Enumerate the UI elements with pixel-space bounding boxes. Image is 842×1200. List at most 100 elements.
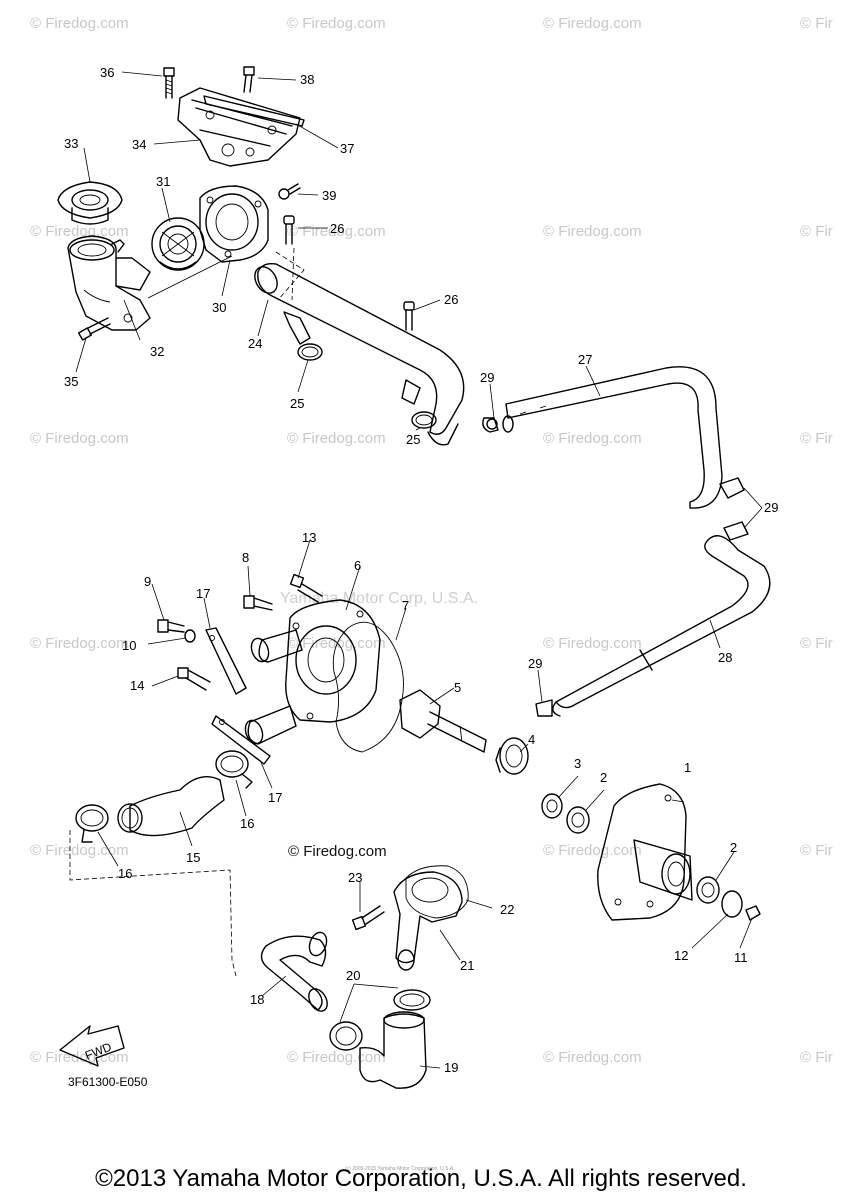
hose-19 [359, 1011, 427, 1089]
diagram-code: 3F61300-E050 [68, 1075, 148, 1089]
watermark: © Firedog.com [543, 223, 642, 240]
callout-11: 11 [734, 950, 748, 965]
thermostat-assembly [57, 66, 305, 341]
callout-13: 13 [302, 530, 316, 545]
seal-3 [541, 793, 563, 819]
callout-32: 32 [150, 344, 164, 359]
watermark: © Firedog.com [30, 223, 129, 240]
coolant-pipes [254, 247, 771, 717]
callout-29: 29 [480, 370, 494, 385]
callout-35: 35 [64, 374, 78, 389]
gasket-7 [332, 621, 404, 753]
callout-12: 12 [674, 948, 688, 963]
watermarks: © Firedog.com © Firedog.com © Firedog.co… [30, 15, 833, 1066]
hose-28 [552, 535, 771, 717]
washer-10 [184, 629, 196, 643]
thermostat-cover-30 [199, 185, 269, 263]
callout-16: 16 [118, 866, 132, 881]
filler-neck-32 [67, 235, 151, 331]
watermark: © Firedog.com [30, 15, 129, 32]
clamp-16-lower [75, 804, 109, 843]
callout-29: 29 [764, 500, 778, 515]
callout-14: 14 [130, 678, 144, 693]
callouts: 36 38 33 34 37 31 39 26 26 30 24 32 27 2… [64, 65, 778, 1075]
callout-25: 25 [406, 432, 420, 447]
bolt-36 [163, 67, 175, 99]
watermark: © Firedog.com [543, 15, 642, 32]
watermark: © Firedog.com [287, 15, 386, 32]
watermark: © Firedog.com [287, 1049, 386, 1066]
o-ring-12 [721, 890, 743, 918]
bearing-2-outer [696, 876, 720, 904]
callout-28: 28 [718, 650, 732, 665]
callout-2: 2 [600, 770, 607, 785]
lower-pipes [260, 865, 469, 1089]
callout-27: 27 [578, 352, 592, 367]
o-ring-25-lower [411, 411, 437, 429]
impeller-shaft-5 [399, 689, 487, 753]
bolt-8 [243, 595, 273, 611]
clamp-29-a [482, 417, 499, 433]
bolt-38 [243, 66, 255, 93]
cap-33 [57, 181, 123, 225]
water-pump-assembly [157, 573, 761, 921]
o-ring-25-upper [297, 343, 323, 361]
callout-8: 8 [242, 550, 249, 565]
bolt-9 [157, 619, 185, 633]
outlet-21 [393, 871, 463, 971]
watermark: © Firedog.com [543, 635, 642, 652]
bolt-26-upper [283, 215, 295, 245]
callout-23: 23 [348, 870, 362, 885]
clamp-29-b [719, 477, 749, 541]
watermark: © Fir [800, 223, 833, 240]
watermark: © Firedog.com [287, 430, 386, 447]
tiny-credit: (c) 2009-2015 Yamaha Motor Corporation, … [345, 1166, 455, 1172]
thermostat-31 [151, 217, 205, 271]
callout-21: 21 [460, 958, 474, 973]
bolt-35 [77, 317, 111, 341]
watermark: © Fir [800, 15, 833, 32]
bolt-23 [351, 905, 385, 931]
callout-5: 5 [454, 680, 461, 695]
seal-4 [495, 737, 529, 775]
bearing-2-inner [566, 806, 590, 834]
callout-1: 1 [684, 760, 691, 775]
watermark: © Firedog.com [30, 430, 129, 447]
callout-29: 29 [528, 656, 542, 671]
callout-19: 19 [444, 1060, 458, 1075]
callout-18: 18 [250, 992, 264, 1007]
watermark: © Fir [800, 1049, 833, 1066]
callout-24: 24 [248, 336, 262, 351]
copyright-footer: ©2013 Yamaha Motor Corporation, U.S.A. A… [95, 1165, 747, 1192]
watermark: © Firedog.com [543, 430, 642, 447]
watermark: © Fir [800, 842, 833, 859]
watermark: © Fir [800, 430, 833, 447]
faint-credit: Yamaha Motor Corp, U.S.A. [280, 590, 478, 607]
callout-22: 22 [500, 902, 514, 917]
callout-26: 26 [330, 221, 344, 236]
watermark: © Firedog.com [30, 635, 129, 652]
clamps-20 [329, 989, 431, 1051]
center-credit: © Firedog.com [288, 843, 387, 860]
callout-38: 38 [300, 72, 314, 87]
callout-2: 2 [730, 840, 737, 855]
callout-3: 3 [574, 756, 581, 771]
watermark: © Firedog.com [287, 223, 386, 240]
watermark: © Fir [800, 635, 833, 652]
hose-15 [117, 776, 225, 837]
screw-39 [278, 183, 301, 200]
hose-27 [502, 366, 723, 509]
callout-36: 36 [100, 65, 114, 80]
callout-26: 26 [444, 292, 458, 307]
callout-4: 4 [528, 732, 535, 747]
nut-11 [745, 905, 761, 921]
watermark: © Firedog.com [287, 635, 386, 652]
leader-lines [75, 71, 763, 1069]
watermark: © Firedog.com [30, 842, 129, 859]
pipe-24 [254, 262, 465, 446]
callout-37: 37 [340, 141, 354, 156]
callout-25: 25 [290, 396, 304, 411]
clamp-29-c [535, 699, 553, 717]
pump-housing-6 [244, 599, 381, 745]
